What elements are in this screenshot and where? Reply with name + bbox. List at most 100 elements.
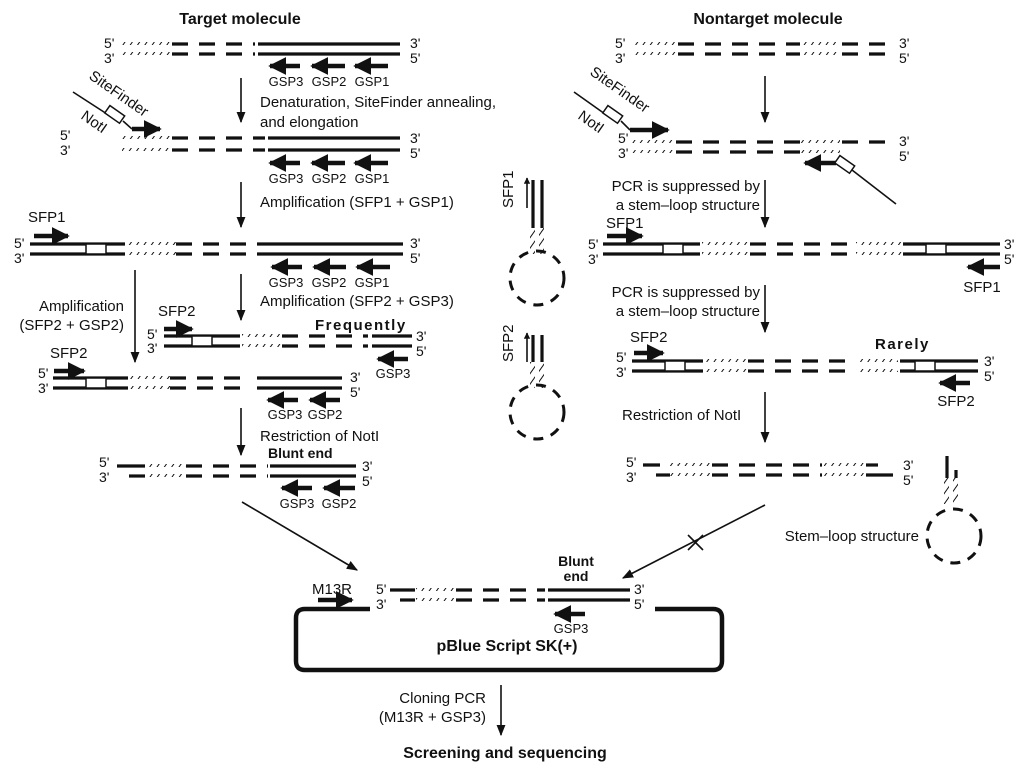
five-prime-label: 5' — [147, 326, 157, 342]
three-prime-label: 3' — [616, 364, 626, 380]
sitefinder-probe-nontarget: SiteFinder NotI — [573, 63, 670, 139]
three-prime-label: 3' — [899, 35, 909, 51]
five-prime-label: 5' — [899, 148, 909, 164]
three-prime-label: 3' — [410, 130, 420, 146]
gsp3-label: GSP3 — [554, 621, 589, 636]
gsp2-label: GSP2 — [322, 496, 357, 511]
gsp2-label: GSP2 — [308, 407, 343, 422]
three-prime-label: 3' — [984, 353, 994, 369]
five-prime-label: 5' — [899, 50, 909, 66]
vector-name-label: pBlue Script SK(+) — [437, 638, 578, 655]
nontarget-restriction-label: Restriction of NotI — [622, 407, 741, 424]
five-prime-label: 5' — [376, 581, 386, 597]
gsp3-label: GSP3 — [269, 275, 304, 290]
three-prime-label: 3' — [350, 369, 360, 385]
five-prime-label: 5' — [984, 368, 994, 384]
five-prime-label: 5' — [634, 596, 644, 612]
five-prime-label: 5' — [588, 236, 598, 252]
three-prime-label: 3' — [362, 458, 372, 474]
three-prime-label: 3' — [634, 581, 644, 597]
suppressed-label-line1: PCR is suppressed by — [612, 284, 761, 301]
three-prime-label: 3' — [14, 250, 24, 266]
step-elongation-label: and elongation — [260, 114, 358, 131]
three-prime-label: 3' — [899, 133, 909, 149]
gsp3-label: GSP3 — [269, 171, 304, 186]
nontarget-molecule-title: Nontarget molecule — [693, 11, 842, 28]
three-prime-label: 3' — [626, 469, 636, 485]
step-amplification-sfp1-label: Amplification (SFP1 + GSP1) — [260, 194, 454, 211]
pbluescript-vector — [293, 606, 725, 673]
gsp-primers-row2: GSP3 GSP2 GSP1 — [268, 154, 390, 186]
three-prime-label: 3' — [60, 142, 70, 158]
cloning-primers-label: (M13R + GSP3) — [379, 709, 486, 726]
stem-loop-label: Stem–loop structure — [785, 528, 919, 545]
five-prime-label: 5' — [626, 454, 636, 470]
step-restriction-label: Restriction of NotI — [260, 428, 379, 445]
m13r-label: M13R — [312, 581, 352, 598]
vector-blunt-label: Blunt — [558, 553, 594, 569]
step-amplification-sfp2-gsp3-label: Amplification (SFP2 + GSP3) — [260, 293, 454, 310]
sfp1-stem-loop: SFP1 — [500, 170, 566, 307]
to-vector-arrow — [241, 501, 358, 571]
blocked-cross-icon — [687, 534, 704, 551]
gsp1-label: GSP1 — [355, 171, 390, 186]
sitefinder-probe-target: SiteFinder NotI — [72, 67, 162, 138]
sfp1-label: SFP1 — [500, 170, 517, 208]
gsp1-label: GSP1 — [355, 74, 390, 89]
three-prime-label: 3' — [615, 50, 625, 66]
three-prime-label: 3' — [410, 235, 420, 251]
target-duplex-initial: 5' 3' 3' 5' — [104, 35, 420, 66]
target-duplex-sfp2-gsp2: 5' 3' 3' 5' GSP3 GSP2 — [38, 365, 360, 422]
target-molecule-title: Target molecule — [179, 11, 301, 28]
sfp2-label: SFP2 — [500, 324, 517, 362]
nontarget-duplex-annealed: 5' 3' 3' 5' — [618, 130, 909, 205]
three-prime-label: 3' — [618, 145, 628, 161]
five-prime-label: 5' — [616, 349, 626, 365]
five-prime-label: 5' — [362, 473, 372, 489]
target-duplex-frequently: 5' 3' 3' 5' GSP3 — [147, 326, 426, 381]
three-prime-label: 3' — [588, 251, 598, 267]
sfp2-label: SFP2 — [937, 393, 975, 410]
gsp3-label: GSP3 — [376, 366, 411, 381]
five-prime-label: 5' — [350, 384, 360, 400]
vector-end-label: end — [564, 568, 589, 584]
suppressed-label-line2: a stem–loop structure — [616, 197, 760, 214]
gsp2-label: GSP2 — [312, 74, 347, 89]
three-prime-label: 3' — [410, 35, 420, 51]
suppressed-label-line1: PCR is suppressed by — [612, 178, 761, 195]
gsp2-label: GSP2 — [312, 171, 347, 186]
nontarget-stem-loop — [925, 456, 983, 565]
gsp3-label: GSP3 — [280, 496, 315, 511]
screening-sequencing-label: Screening and sequencing — [403, 745, 607, 762]
cloning-pcr-label: Cloning PCR — [399, 690, 486, 707]
five-prime-label: 5' — [14, 235, 24, 251]
three-prime-label: 3' — [99, 469, 109, 485]
sfp2-label: SFP2 — [50, 345, 88, 362]
side-amplification-primers-label: (SFP2 + GSP2) — [19, 317, 124, 334]
five-prime-label: 5' — [410, 250, 420, 266]
nontarget-duplex-rarely: 5' 3' 3' 5' SFP2 — [616, 349, 994, 410]
five-prime-label: 5' — [38, 365, 48, 381]
sfp2-label: SFP2 — [630, 329, 668, 346]
five-prime-label: 5' — [416, 343, 426, 359]
five-prime-label: 5' — [410, 50, 420, 66]
sfp2-label: SFP2 — [158, 303, 196, 320]
five-prime-label: 5' — [99, 454, 109, 470]
nontarget-duplex-initial: 5' 3' 3' 5' — [615, 35, 909, 66]
five-prime-label: 5' — [410, 145, 420, 161]
five-prime-label: 5' — [60, 127, 70, 143]
cloned-insert: 5' 3' 3' 5' GSP3 — [376, 581, 644, 636]
three-prime-label: 3' — [376, 596, 386, 612]
five-prime-label: 5' — [615, 35, 625, 51]
frequently-label: Frequently — [315, 317, 407, 334]
gsp3-label: GSP3 — [268, 407, 303, 422]
suppressed-label-line2: a stem–loop structure — [616, 303, 760, 320]
three-prime-label: 3' — [903, 457, 913, 473]
step-denaturation-label: Denaturation, SiteFinder annealing, — [260, 94, 496, 111]
gsp2-label: GSP2 — [312, 275, 347, 290]
three-prime-label: 3' — [104, 50, 114, 66]
nontarget-duplex-restricted: 5' 3' 3' 5' — [626, 454, 913, 488]
gsp-primers-row3: GSP3 GSP2 GSP1 — [269, 258, 390, 290]
gsp3-label: GSP3 — [269, 74, 304, 89]
